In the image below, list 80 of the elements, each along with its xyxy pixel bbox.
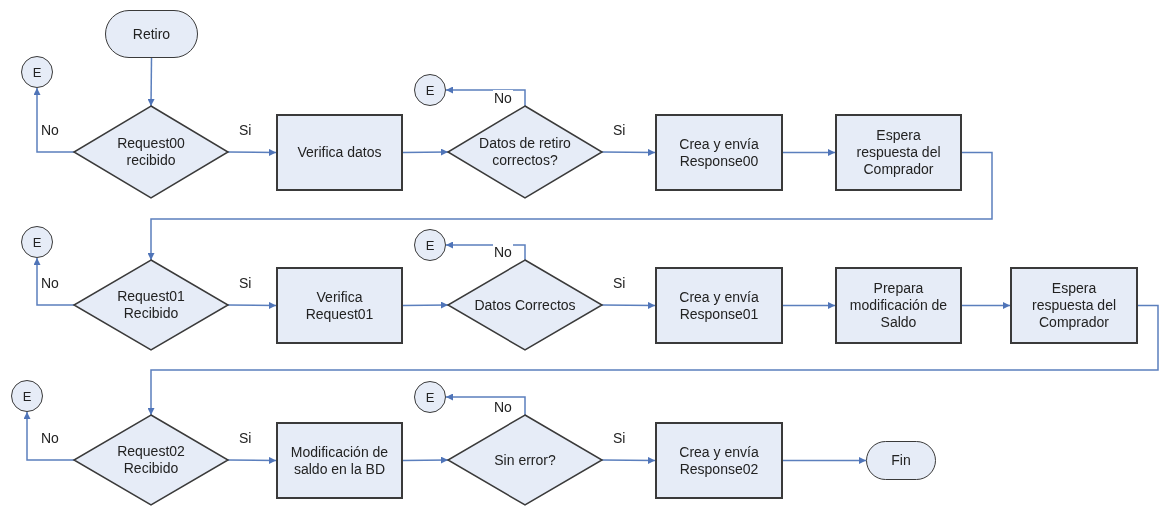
node-text: Request02 Recibido <box>116 443 186 477</box>
node-text: E <box>425 81 435 99</box>
node-text: E <box>22 387 32 405</box>
connector-arrow <box>445 241 526 261</box>
connector-arrow <box>33 87 75 153</box>
node-text: Prepara modificación de Saldo <box>848 280 949 331</box>
node-text: Modificación de saldo en la BD <box>289 443 390 478</box>
node-text: Crea y envía Response00 <box>678 135 760 170</box>
node-text: E <box>425 236 435 254</box>
process-box <box>835 267 962 344</box>
connector-circle <box>414 229 446 261</box>
edge-label: No <box>40 122 60 138</box>
edge-label: No <box>493 244 513 260</box>
connector-arrow <box>227 148 277 156</box>
decision-diamond <box>448 260 602 350</box>
connector-arrow <box>445 393 526 416</box>
connector-arrow <box>402 456 449 464</box>
connector-arrow <box>782 302 836 309</box>
connector-circle <box>11 380 43 412</box>
process-box <box>276 114 403 191</box>
process-box <box>655 267 783 344</box>
edge-label: Si <box>238 275 253 291</box>
connector-circle <box>414 74 446 106</box>
node-text: E <box>425 388 435 406</box>
connector-circle <box>414 381 446 413</box>
node-text: Request00 recibido <box>116 135 186 169</box>
node-text: Request01 Recibido <box>116 288 186 322</box>
decision-diamond <box>448 415 602 505</box>
connector-arrow <box>23 411 75 461</box>
process-box <box>655 114 783 191</box>
connector-arrow <box>402 301 449 309</box>
edge-label: Si <box>612 122 627 138</box>
node-text: Verifica Request01 <box>304 288 375 323</box>
node-text: Retiro <box>132 25 171 43</box>
connector-arrow <box>402 148 449 156</box>
connector-arrow <box>782 149 836 156</box>
edge-label: Si <box>238 122 253 138</box>
node-text: Datos Correctos <box>474 296 576 314</box>
node-text: Sin error? <box>494 451 556 469</box>
edge-label: No <box>493 90 513 106</box>
connector-circle <box>21 226 53 258</box>
edge-label: Si <box>612 430 627 446</box>
node-text: E <box>32 63 42 81</box>
connector-arrow <box>147 151 993 261</box>
process-box <box>276 267 403 344</box>
connector-arrow <box>601 148 656 156</box>
node-text: Datos de retiro correctos? <box>478 135 572 169</box>
edge-label: Si <box>238 430 253 446</box>
edge-label: No <box>40 275 60 291</box>
decision-diamond <box>74 260 228 350</box>
node-text: Espera respuesta del Comprador <box>855 127 942 178</box>
connector-arrow <box>227 456 277 464</box>
process-box <box>1010 267 1138 344</box>
node-text: Crea y envía Response01 <box>678 288 760 323</box>
node-text: Fin <box>891 452 911 469</box>
edge-label: No <box>493 399 513 415</box>
connector-arrow <box>782 457 867 464</box>
connector-arrow <box>33 257 75 306</box>
process-box <box>655 422 783 499</box>
decision-diamond <box>74 106 228 198</box>
connector-arrow <box>445 86 526 107</box>
process-box <box>276 422 403 499</box>
node-text: Verifica datos <box>297 144 382 161</box>
decision-diamond <box>448 106 602 198</box>
process-box <box>835 114 962 191</box>
node-text: E <box>32 233 42 251</box>
connector-circle <box>21 56 53 88</box>
terminal-box <box>105 10 198 58</box>
node-text: Crea y envía Response02 <box>678 443 760 478</box>
connector-arrow <box>227 301 277 309</box>
connector-arrow <box>961 302 1011 309</box>
edge-label: Si <box>612 275 627 291</box>
edge-label: No <box>40 430 60 446</box>
decision-diamond <box>74 415 228 505</box>
connector-arrow <box>147 57 155 107</box>
terminal-box <box>866 441 936 480</box>
node-text: Espera respuesta del Comprador <box>1030 280 1118 331</box>
connector-arrow <box>147 304 1159 416</box>
connector-arrow <box>601 301 656 309</box>
connector-arrow <box>601 456 656 464</box>
